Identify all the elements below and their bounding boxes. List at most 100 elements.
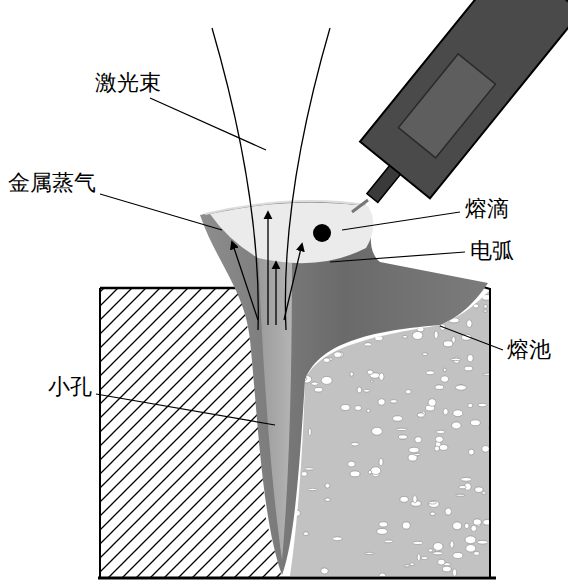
pool-speckle [483, 373, 494, 375]
pool-speckle [308, 428, 311, 435]
pool-speckle [439, 445, 447, 451]
pool-speckle [413, 541, 423, 544]
pool-speckle [435, 385, 444, 390]
workpiece-edge [98, 577, 496, 580]
pool-speckle [464, 523, 469, 528]
pool-speckle [438, 559, 446, 565]
pool-speckle [453, 410, 463, 417]
pool-speckle [414, 453, 421, 455]
pool-speckle [434, 446, 439, 451]
pool-speckle [483, 310, 487, 312]
pool-speckle [428, 399, 436, 407]
workpiece-edge [100, 287, 240, 290]
pool-speckle [325, 483, 330, 488]
pool-speckle [443, 341, 452, 347]
pool-speckle [490, 352, 498, 355]
pool-speckle [436, 430, 445, 433]
pool-speckle [321, 376, 332, 384]
pool-speckle [443, 409, 448, 415]
pool-speckle [465, 536, 476, 544]
pool-speckle [351, 442, 359, 445]
pool-speckle [443, 368, 446, 371]
pool-speckle [422, 353, 427, 356]
droplet [313, 224, 331, 242]
pool-speckle [434, 331, 438, 339]
vapor-arrow [232, 242, 258, 320]
pool-speckle [466, 545, 476, 552]
pool-speckle [370, 380, 373, 382]
filler-wire [352, 200, 368, 212]
pool-speckle [402, 522, 410, 529]
pool-speckle [403, 335, 408, 338]
part-label: 激光束 [95, 70, 161, 96]
pool-speckle [478, 403, 487, 407]
pool-speckle [430, 512, 435, 516]
pool-speckle [452, 569, 456, 577]
leader-line [440, 326, 503, 350]
pool-speckle [379, 458, 383, 466]
pool-speckle [471, 525, 477, 531]
pool-speckle [393, 416, 403, 421]
pool-speckle [475, 487, 483, 492]
pool-speckle [467, 355, 473, 362]
pool-speckle [400, 496, 408, 502]
leader-line [96, 394, 275, 425]
pool-speckle [450, 541, 454, 548]
part-label: 金属蒸气 [8, 170, 96, 196]
pool-speckle [375, 336, 383, 341]
pool-speckle [451, 358, 461, 360]
pool-speckle [452, 422, 461, 429]
pool-speckle [421, 557, 428, 560]
arc-torch [337, 0, 568, 226]
pool-speckle [364, 389, 370, 392]
pool-speckle [321, 568, 329, 574]
pool-speckle [426, 371, 435, 375]
pool-speckle [384, 540, 392, 543]
pool-speckle [484, 305, 488, 309]
pool-speckle [473, 304, 479, 308]
vapor-arrow [275, 262, 276, 325]
pool-speckle [301, 472, 307, 477]
pool-speckle [405, 389, 411, 393]
keyhole [258, 255, 292, 560]
pool-speckle [453, 552, 463, 558]
pool-speckle [307, 488, 317, 490]
laser-beam-edge [212, 28, 258, 330]
pool-speckle [482, 446, 490, 453]
part-label: 小孔 [48, 374, 92, 400]
pool-speckle [428, 549, 432, 552]
pool-speckle [409, 447, 420, 452]
part-label: 电弧 [470, 238, 514, 264]
pool-speckle [417, 327, 424, 332]
pool-speckle [365, 552, 374, 554]
pool-speckle [473, 519, 481, 525]
pool-speckle [396, 428, 407, 430]
pool-speckle [341, 405, 350, 411]
pool-speckle [398, 435, 407, 439]
pool-speckle [325, 498, 330, 501]
pool-speckle [445, 508, 451, 515]
part-label: 熔池 [507, 337, 551, 363]
vapor-arrow [284, 244, 302, 320]
pool-speckle [404, 565, 409, 567]
pool-speckle [428, 501, 439, 508]
vapor-arrow [267, 212, 268, 325]
pool-speckle [415, 437, 422, 443]
pool-speckle [314, 387, 323, 392]
leader-line [150, 98, 266, 150]
pool-speckle [470, 420, 480, 426]
pool-speckle [477, 540, 488, 544]
pool-speckle [455, 385, 466, 390]
pool-speckle [468, 449, 474, 455]
pool-speckle [461, 477, 472, 481]
pool-speckle [468, 403, 473, 407]
leader-line [342, 212, 460, 230]
leader-line [330, 252, 465, 262]
pool-speckle [413, 496, 417, 503]
pool-speckle [367, 409, 370, 412]
pool-speckle [355, 406, 362, 411]
pool-speckle [348, 461, 356, 467]
pool-speckle [368, 470, 371, 474]
